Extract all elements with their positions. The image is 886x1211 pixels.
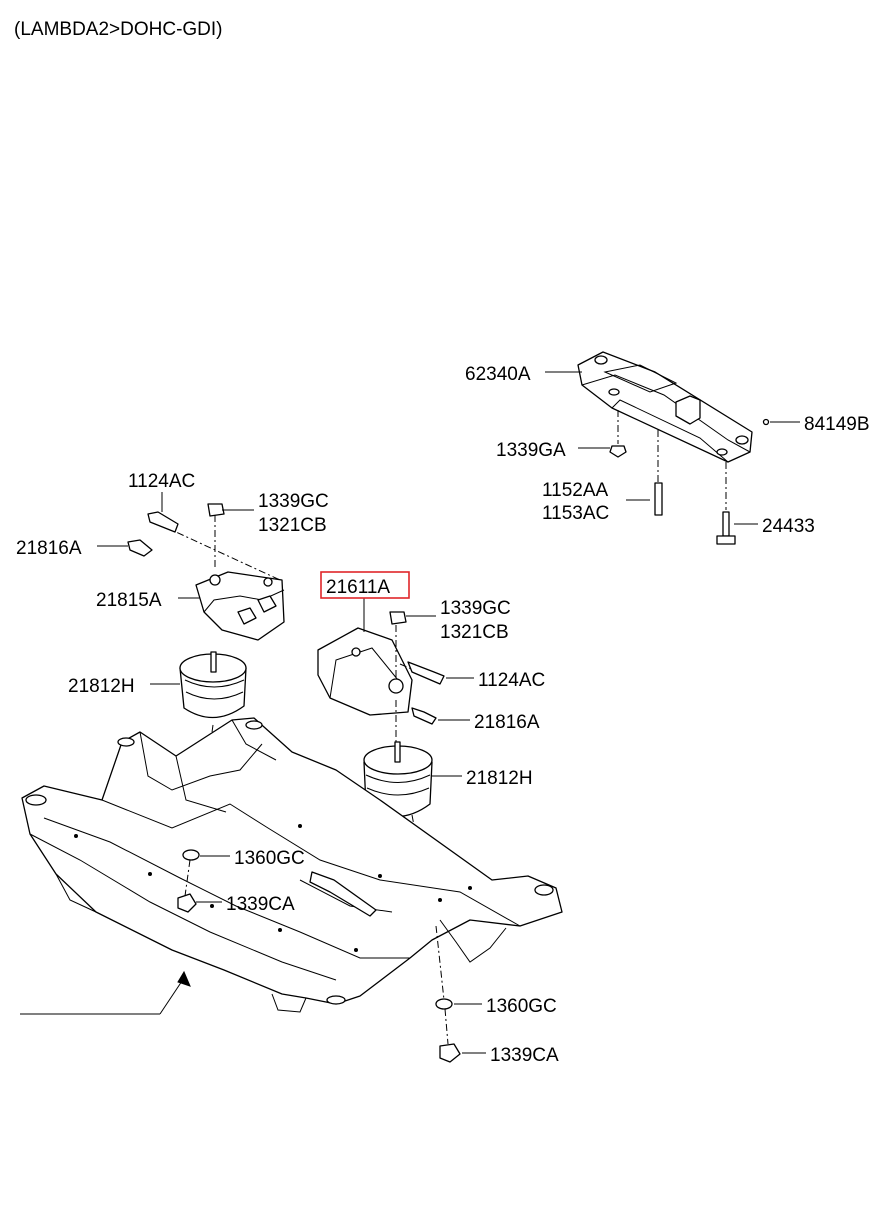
part-label-21812H-left[interactable]: 21812H [68,676,135,697]
subframe-fasteners [177,849,461,1063]
part-label-1360GC-right[interactable]: 1360GC [486,996,557,1017]
highlight-box [320,571,410,599]
left-engine-mount-insulator [179,651,247,791]
part-label-21611A[interactable]: 21611A [326,577,390,598]
right-engine-mount-bracket [317,625,433,716]
part-label-21816A-right[interactable]: 21816A [474,712,540,733]
left-engine-mount-bracket [149,515,285,641]
part-label-21815A[interactable]: 21815A [96,590,162,611]
part-label-1321CB-left[interactable]: 1321CB [258,515,327,536]
part-label-62340A[interactable]: 62340A [465,364,531,385]
part-label-21812H-right[interactable]: 21812H [466,768,533,789]
bracket-fasteners [609,410,770,545]
leader-lines [20,371,800,1054]
right-mount-bolts [389,611,445,725]
part-label-1339GC-right[interactable]: 1339GC [440,598,511,619]
part-label-84149B[interactable]: 84149B [804,414,870,435]
part-label-1339GC-left[interactable]: 1339GC [258,491,329,512]
left-mount-bolts [127,503,225,557]
front-subframe [21,717,563,1013]
transmission-mount-bracket [577,351,753,463]
diagram-header: (LAMBDA2>DOHC-GDI) [14,19,223,40]
part-label-1360GC-left[interactable]: 1360GC [234,848,305,869]
part-label-1339CA-right[interactable]: 1339CA [490,1045,559,1066]
part-label-1152AA[interactable]: 1152AA [542,480,609,501]
part-label-1339GA[interactable]: 1339GA [496,440,566,461]
part-label-1124AC-right[interactable]: 1124AC [478,670,545,691]
part-label-1153AC[interactable]: 1153AC [542,503,609,524]
part-label-24433[interactable]: 24433 [762,516,815,537]
part-label-1124AC-left[interactable]: 1124AC [128,471,195,492]
part-label-21816A-left[interactable]: 21816A [16,538,82,559]
part-label-1339CA-left[interactable]: 1339CA [226,894,295,915]
part-label-1321CB-right[interactable]: 1321CB [440,622,509,643]
